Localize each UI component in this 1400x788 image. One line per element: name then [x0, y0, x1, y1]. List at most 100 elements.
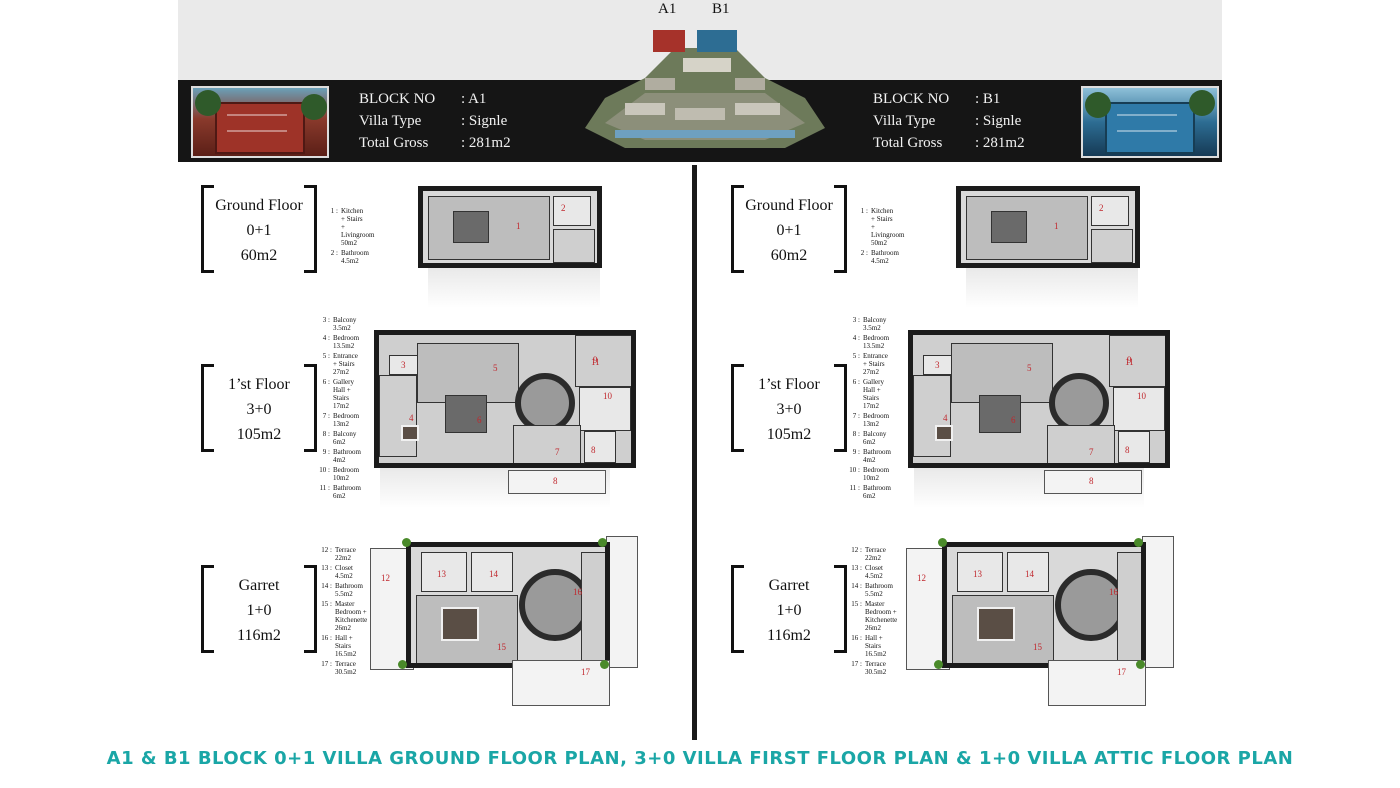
legend-text: Bedroom 13m2	[863, 412, 890, 428]
legend-item: 5 :Entrance + Stairs 27m2	[840, 352, 902, 376]
legend-text: Master Bedroom + Kitchenette 26m2	[865, 600, 898, 632]
room-number: 7	[1089, 447, 1094, 457]
legend-number: 9 :	[852, 448, 860, 456]
room-number: 4	[409, 413, 414, 423]
site-render-image	[585, 30, 825, 148]
room-number: 12	[917, 573, 926, 583]
legend-item: 7 :Bedroom 13m2	[840, 412, 902, 428]
legend-number: 9 :	[322, 448, 330, 456]
legend-text: Bathroom 5.5m2	[335, 582, 363, 598]
room-number: 15	[1033, 642, 1042, 652]
legend-text: Balcony 6m2	[863, 430, 887, 446]
legend-item: 10 :Bedroom 10m2	[310, 466, 372, 482]
ground-floor-plan: 1 2	[956, 186, 1140, 268]
floor-area: 60m2	[240, 247, 278, 264]
legend-text: Gallery Hall + Stairs 17m2	[863, 378, 884, 410]
legend-item: 9 :Bathroom 4m2	[310, 448, 372, 464]
legend-number: 15 :	[321, 600, 332, 608]
legend-item: 10 :Bedroom 10m2	[840, 466, 902, 482]
balcony-8: 8	[508, 470, 606, 494]
floor-area: 105m2	[236, 426, 282, 443]
legend-item: 4 :Bedroom 13.5m2	[840, 334, 902, 350]
block-no-key: BLOCK NO	[359, 91, 436, 107]
legend-number: 8 :	[852, 430, 860, 438]
room-number: 4	[943, 413, 948, 423]
legend-number: 5 :	[852, 352, 860, 360]
legend-item: 14 :Bathroom 5.5m2	[842, 582, 904, 598]
legend-number: 1 :	[330, 207, 338, 215]
plant-icon	[1134, 538, 1143, 547]
room-number: 7	[555, 447, 560, 457]
plan-shadow	[966, 268, 1138, 308]
legend-number: 1 :	[860, 207, 868, 215]
side-terrace	[606, 536, 638, 668]
room-number: 14	[489, 569, 498, 579]
legend-item: 16 :Hall + Stairs 16.5m2	[842, 634, 904, 658]
legend-text: Hall + Stairs 16.5m2	[335, 634, 357, 658]
footer-caption: A1 & B1 BLOCK 0+1 VILLA GROUND FLOOR PLA…	[106, 748, 1294, 769]
legend-text: Bedroom 13.5m2	[333, 334, 360, 350]
floor-area: 116m2	[237, 627, 281, 644]
garret-plan: 13 14 15 16	[942, 542, 1146, 668]
legend-text: Closet 4.5m2	[335, 564, 353, 580]
legend-number: 17 :	[851, 660, 862, 668]
legend-text: Entrance + Stairs 27m2	[333, 352, 358, 376]
floor-area: 116m2	[767, 627, 811, 644]
legend-number: 5 :	[322, 352, 330, 360]
legend-item: 2 :Bathroom 4.5m2	[318, 249, 380, 265]
floor-name: 1’st Floor	[758, 376, 820, 393]
legend-text: Bathroom 4m2	[333, 448, 361, 464]
floor-rooms: 3+0	[246, 401, 272, 418]
floor-rooms: 1+0	[776, 602, 802, 619]
villa-type-key: Villa Type	[873, 113, 936, 129]
room-number: 5	[493, 363, 498, 373]
legend-text: Bedroom 10m2	[333, 466, 360, 482]
legend-number: 14 :	[851, 582, 862, 590]
legend-text: Gallery Hall + Stairs 17m2	[333, 378, 354, 410]
floor-area: 60m2	[770, 247, 808, 264]
block-a-info: BLOCK NO: A1 Villa Type: Signle Total Gr…	[359, 88, 511, 154]
block-a-marker: A1	[658, 1, 677, 17]
room-number: 10	[603, 391, 612, 401]
total-gross-value: : 281m2	[461, 135, 511, 151]
legend-item: 12 :Terrace 22m2	[842, 546, 904, 562]
legend-number: 17 :	[321, 660, 332, 668]
floor-area: 105m2	[766, 426, 812, 443]
balcony-8: 8	[1044, 470, 1142, 494]
legend-number: 14 :	[321, 582, 332, 590]
room-number: 14	[1025, 569, 1034, 579]
legend-item: 17 :Terrace 30.5m2	[312, 660, 374, 676]
legend-text: Bathroom 5.5m2	[865, 582, 893, 598]
legend-text: Balcony 3.5m2	[863, 316, 887, 332]
floor-rooms: 1+0	[246, 602, 272, 619]
garret-plan: 13 14 15 16	[406, 542, 610, 668]
room-number: 3	[935, 360, 940, 370]
legend-number: 13 :	[851, 564, 862, 572]
legend-item: 12 :Terrace 22m2	[312, 546, 374, 562]
plant-icon	[598, 538, 607, 547]
room-number: 1	[516, 221, 521, 231]
plant-icon	[600, 660, 609, 669]
terrace-17: 17	[512, 660, 610, 706]
total-gross-key: Total Gross	[359, 135, 429, 151]
room-number: 15	[497, 642, 506, 652]
total-gross-value: : 281m2	[975, 135, 1025, 151]
room-number: 6	[477, 415, 482, 425]
legend-number: 13 :	[321, 564, 332, 572]
legend-item: 1 :Kitchen + Stairs + Livingroom 50m2	[848, 207, 910, 247]
legend-item: 9 :Bathroom 4m2	[840, 448, 902, 464]
legend-item: 8 :Balcony 6m2	[310, 430, 372, 446]
side-terrace	[1142, 536, 1174, 668]
first-floor-plan: 3 4 5 6 7 9 10 8 11	[908, 330, 1170, 468]
legend-number: 10 :	[849, 466, 860, 474]
legend-text: Bathroom 4.5m2	[871, 249, 899, 265]
floor-name: Garret	[238, 577, 280, 594]
ground-floor-label: Ground Floor 0+1 60m2	[201, 185, 317, 273]
room-number: 16	[1109, 587, 1118, 597]
legend-text: Bathroom 6m2	[863, 484, 891, 500]
block-b-marker: B1	[712, 1, 730, 17]
floor-name: Garret	[768, 577, 810, 594]
room-number: 16	[573, 587, 582, 597]
